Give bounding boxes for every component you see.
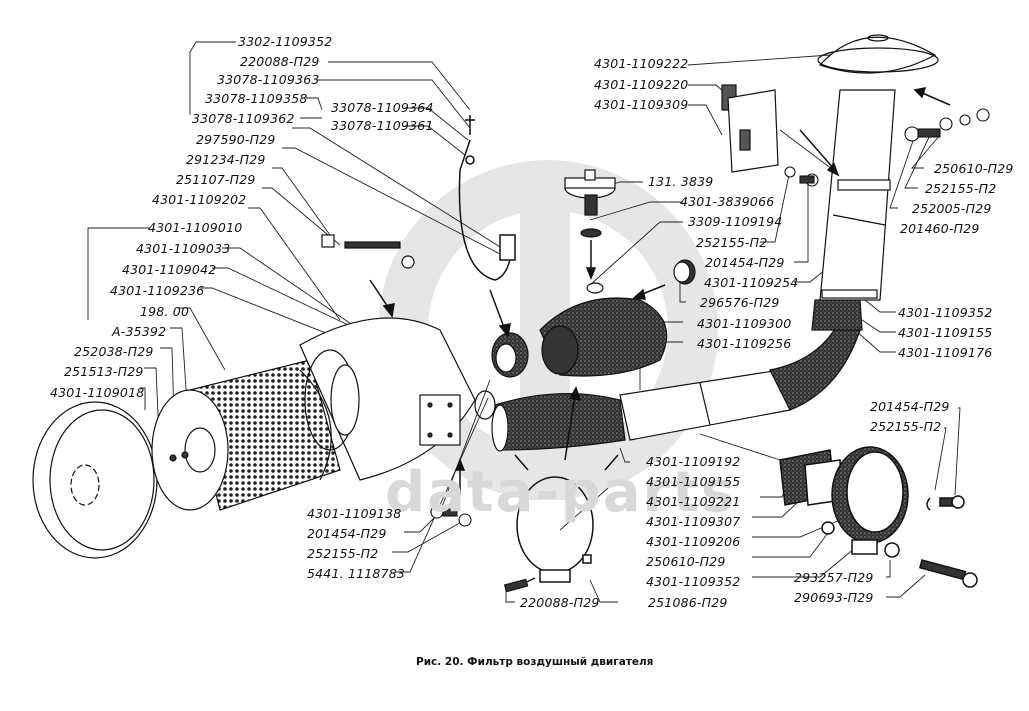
part-label: 4301-1109155 xyxy=(898,325,993,340)
bottom-fasteners xyxy=(430,505,529,593)
part-label: 4301-1109202 xyxy=(152,192,247,207)
part-label: 4301-1109300 xyxy=(697,316,792,331)
part-label: 3302-1109352 xyxy=(238,34,333,49)
part-label: 291234-П29 xyxy=(186,152,266,167)
part-label: 4301-1109042 xyxy=(122,262,217,277)
part-label: 131. 3839 xyxy=(648,174,714,189)
air-intake-cap xyxy=(817,34,939,74)
part-label: A-35392 xyxy=(112,324,167,339)
pressure-sensor xyxy=(564,169,616,238)
part-label: 252155-П2 xyxy=(870,419,942,434)
part-label: 4301-1109236 xyxy=(110,283,205,298)
part-label: 220088-П29 xyxy=(520,595,600,610)
band-clamp xyxy=(779,446,978,588)
watermark-text: data-parts xyxy=(385,460,737,525)
part-label: 252155-П2 xyxy=(696,235,768,250)
snorkel-pipe xyxy=(819,89,896,301)
mounting-strap xyxy=(458,115,516,281)
part-label: 251107-П29 xyxy=(176,172,256,187)
part-label: 4301-1109352 xyxy=(898,305,993,320)
part-label: 4301-1109256 xyxy=(697,336,792,351)
figure-caption: Рис. 20. Фильтр воздушный двигателя xyxy=(416,656,654,668)
part-label: 4301-1109138 xyxy=(307,506,402,521)
part-label: 4301-1109220 xyxy=(594,77,689,92)
part-label: 251086-П29 xyxy=(648,595,728,610)
part-label: 220088-П29 xyxy=(240,54,320,69)
long-bolt xyxy=(321,234,415,269)
part-label: 201460-П29 xyxy=(900,221,980,236)
part-label: 33078-1109363 xyxy=(217,72,320,87)
part-label: 4301-1109221 xyxy=(646,494,741,509)
part-label: 201454-П29 xyxy=(307,526,387,541)
part-label: 5441. 1118783 xyxy=(307,566,406,581)
part-label: 3309-1109194 xyxy=(688,214,783,229)
part-label: 250610-П29 xyxy=(934,161,1014,176)
part-label: 4301-3839066 xyxy=(680,194,775,209)
part-label: 4301-1109352 xyxy=(646,574,741,589)
part-label: 4301-1109192 xyxy=(646,454,741,469)
part-label: 4301-1109222 xyxy=(594,56,689,71)
part-label: 198. 00 xyxy=(140,304,190,319)
part-label: 290693-П29 xyxy=(794,590,874,605)
part-label: 4301-1109206 xyxy=(646,534,741,549)
filter-cover xyxy=(32,401,158,559)
leader-lines xyxy=(87,41,961,603)
part-label: 33078-1109364 xyxy=(331,100,434,115)
plug-cap xyxy=(673,259,696,285)
part-label: 252038-П29 xyxy=(74,344,154,359)
part-label: 4301-1109254 xyxy=(704,275,799,290)
intake-pipe xyxy=(491,299,863,452)
part-label: 4301-1109309 xyxy=(594,97,689,112)
part-label: 33078-1109358 xyxy=(205,91,308,106)
part-label: 297590-П29 xyxy=(196,132,276,147)
part-label: 4301-1109010 xyxy=(148,220,243,235)
part-label: 4301-1109018 xyxy=(50,385,145,400)
part-label: 296576-П29 xyxy=(700,295,780,310)
filter-element xyxy=(151,359,341,511)
part-label: 201454-П29 xyxy=(870,399,950,414)
part-label: 252005-П29 xyxy=(912,201,992,216)
part-label: 251513-П29 xyxy=(64,364,144,379)
part-label: 4301-1109176 xyxy=(898,345,993,360)
intake-adapter xyxy=(491,282,668,378)
bracket xyxy=(721,84,779,173)
clamp-ring xyxy=(509,476,594,591)
fasteners xyxy=(784,108,990,187)
part-label: 201454-П29 xyxy=(705,255,785,270)
part-label: 252155-П2 xyxy=(307,546,379,561)
part-label: 33078-1109361 xyxy=(331,118,434,133)
part-label: 33078-1109362 xyxy=(192,111,295,126)
part-label: 4301-1109033 xyxy=(136,241,231,256)
part-label: 4301-1109155 xyxy=(646,474,741,489)
part-label: 4301-1109307 xyxy=(646,514,741,529)
part-label: 250610-П29 xyxy=(646,554,726,569)
assembly-arrows xyxy=(369,87,951,495)
part-label: 252155-П2 xyxy=(925,181,997,196)
filter-housing xyxy=(299,317,496,481)
part-label: 293257-П29 xyxy=(794,570,874,585)
